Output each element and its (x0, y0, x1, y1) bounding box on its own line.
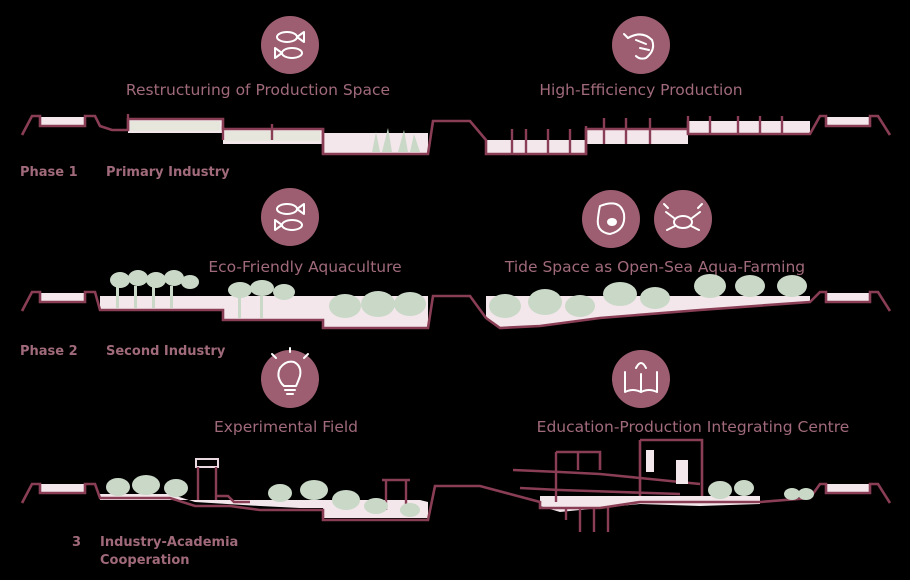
lightbulb-icon (261, 347, 319, 408)
industry-label-line2: Cooperation (100, 553, 190, 568)
education-centre-building (512, 438, 704, 532)
ground-section-1 (20, 114, 892, 156)
fish-icon (261, 16, 319, 74)
crab-icon (654, 190, 712, 248)
section-title-left: Restructuring of Production Space (126, 81, 390, 99)
reeds-1 (372, 128, 420, 152)
section-title-right: Tide Space as Open-Sea Aqua-Farming (504, 258, 805, 276)
section-title-right: High-Efficiency Production (539, 81, 742, 99)
ground-section-2 (20, 290, 892, 330)
vegetation-2 (110, 270, 807, 318)
fish-icon (261, 188, 319, 246)
section-title-left: Eco-Friendly Aquaculture (208, 258, 401, 276)
phase-2-group: Eco-Friendly Aquaculture Tide Space as O… (20, 188, 892, 359)
phase-3-group: Experimental Field Education-Production … (20, 347, 892, 568)
phase-label: Phase 2 (20, 344, 78, 359)
industry-label: Primary Industry (106, 165, 230, 180)
observation-tower (195, 458, 250, 504)
section-title-left: Experimental Field (214, 418, 358, 436)
water-fill-1 (40, 117, 870, 154)
ground-section-3 (20, 482, 892, 522)
book-icon (612, 350, 670, 408)
phase-label: 3 (72, 535, 81, 550)
section-title-right: Education-Production Integrating Centre (537, 418, 850, 436)
vegetation-3 (106, 475, 814, 517)
shrimp-icon (612, 16, 670, 74)
phase-label: Phase 1 (20, 165, 78, 180)
oyster-icon (582, 190, 640, 248)
industry-label: Second Industry (106, 344, 226, 359)
industry-label-line1: Industry-Academia (100, 535, 238, 550)
phase-1-group: Restructuring of Production Space High-E… (20, 16, 892, 180)
enclosure-posts-1 (126, 114, 784, 154)
